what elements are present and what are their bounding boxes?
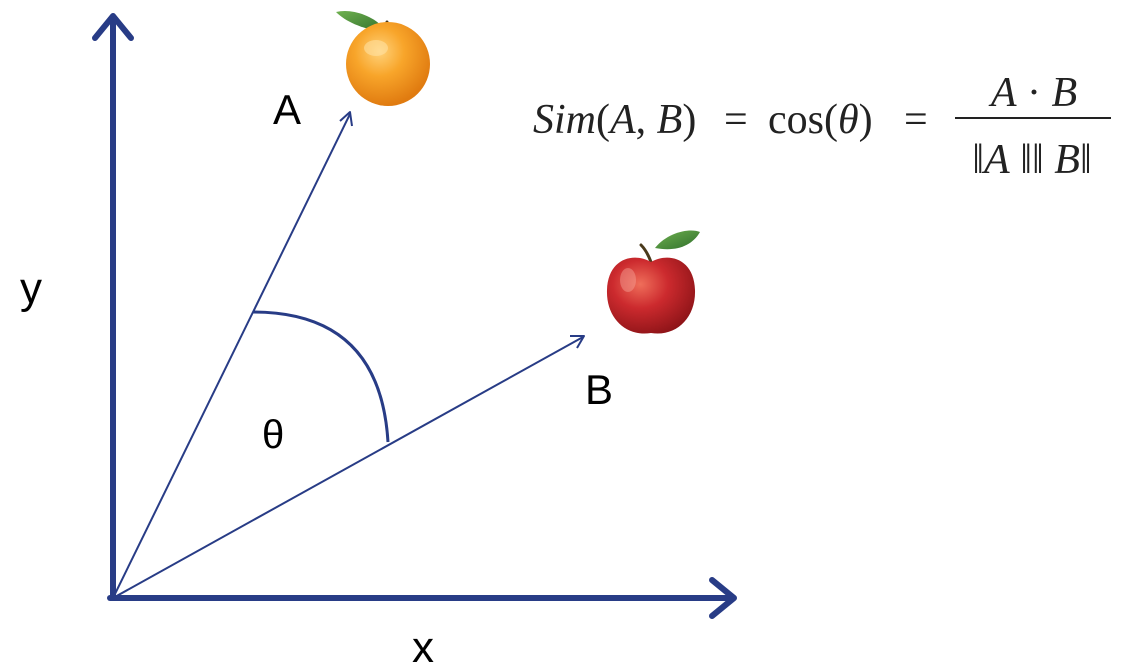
vector-b-label: B bbox=[585, 366, 613, 413]
formula-denominator-b: B bbox=[1054, 137, 1080, 183]
formula-equals-2: = bbox=[904, 97, 928, 143]
formula-denominator-open: ‖ bbox=[972, 137, 984, 183]
formula-comma: , bbox=[636, 97, 657, 143]
vector-a-label: A bbox=[273, 86, 301, 133]
formula-cos-close: ) bbox=[859, 97, 873, 143]
formula-open-paren: ( bbox=[596, 97, 610, 143]
formula-arg-b: B bbox=[657, 97, 683, 143]
formula-close-paren: ) bbox=[682, 97, 696, 143]
formula-numerator-a: A bbox=[988, 70, 1017, 116]
angle-arc bbox=[252, 310, 390, 443]
formula-theta: θ bbox=[838, 97, 859, 143]
vectors bbox=[112, 111, 585, 599]
formula-numerator-b: B bbox=[1052, 70, 1078, 116]
formula-equals-1: = bbox=[724, 97, 748, 143]
angle-label: θ bbox=[262, 413, 284, 457]
formula-arg-a: A bbox=[607, 97, 636, 143]
axes bbox=[92, 13, 737, 619]
formula-denominator-mid: ‖‖ bbox=[1010, 137, 1055, 183]
vector-a-line bbox=[112, 113, 351, 599]
x-axis-label: x bbox=[412, 623, 434, 667]
vector-b-arrowhead bbox=[570, 335, 585, 349]
apple-icon bbox=[606, 230, 700, 334]
x-axis-arrowhead bbox=[709, 577, 737, 619]
formula-denominator-close: ‖ bbox=[1080, 137, 1092, 183]
vector-a-arrowhead bbox=[339, 111, 353, 127]
formula-numerator-dot: · bbox=[1017, 70, 1052, 116]
y-axis-arrowhead bbox=[92, 13, 134, 41]
formula-numerator: A · B bbox=[988, 70, 1077, 116]
orange-icon bbox=[336, 10, 430, 106]
formula-denominator: ‖A ‖‖ B‖ bbox=[972, 137, 1092, 183]
formula-cos-text: cos( bbox=[768, 97, 838, 143]
y-axis-label: y bbox=[20, 264, 42, 313]
vector-b-line bbox=[112, 336, 584, 599]
formula-lhs: Sim(A, B) bbox=[533, 97, 696, 143]
formula-denominator-a: A bbox=[981, 137, 1010, 183]
cosine-similarity-formula: Sim(A, B) = cos(θ) = A · B ‖A ‖‖ B‖ bbox=[533, 70, 1111, 183]
formula-cos: cos(θ) bbox=[768, 97, 873, 143]
formula-sim-func: Sim bbox=[533, 97, 596, 143]
